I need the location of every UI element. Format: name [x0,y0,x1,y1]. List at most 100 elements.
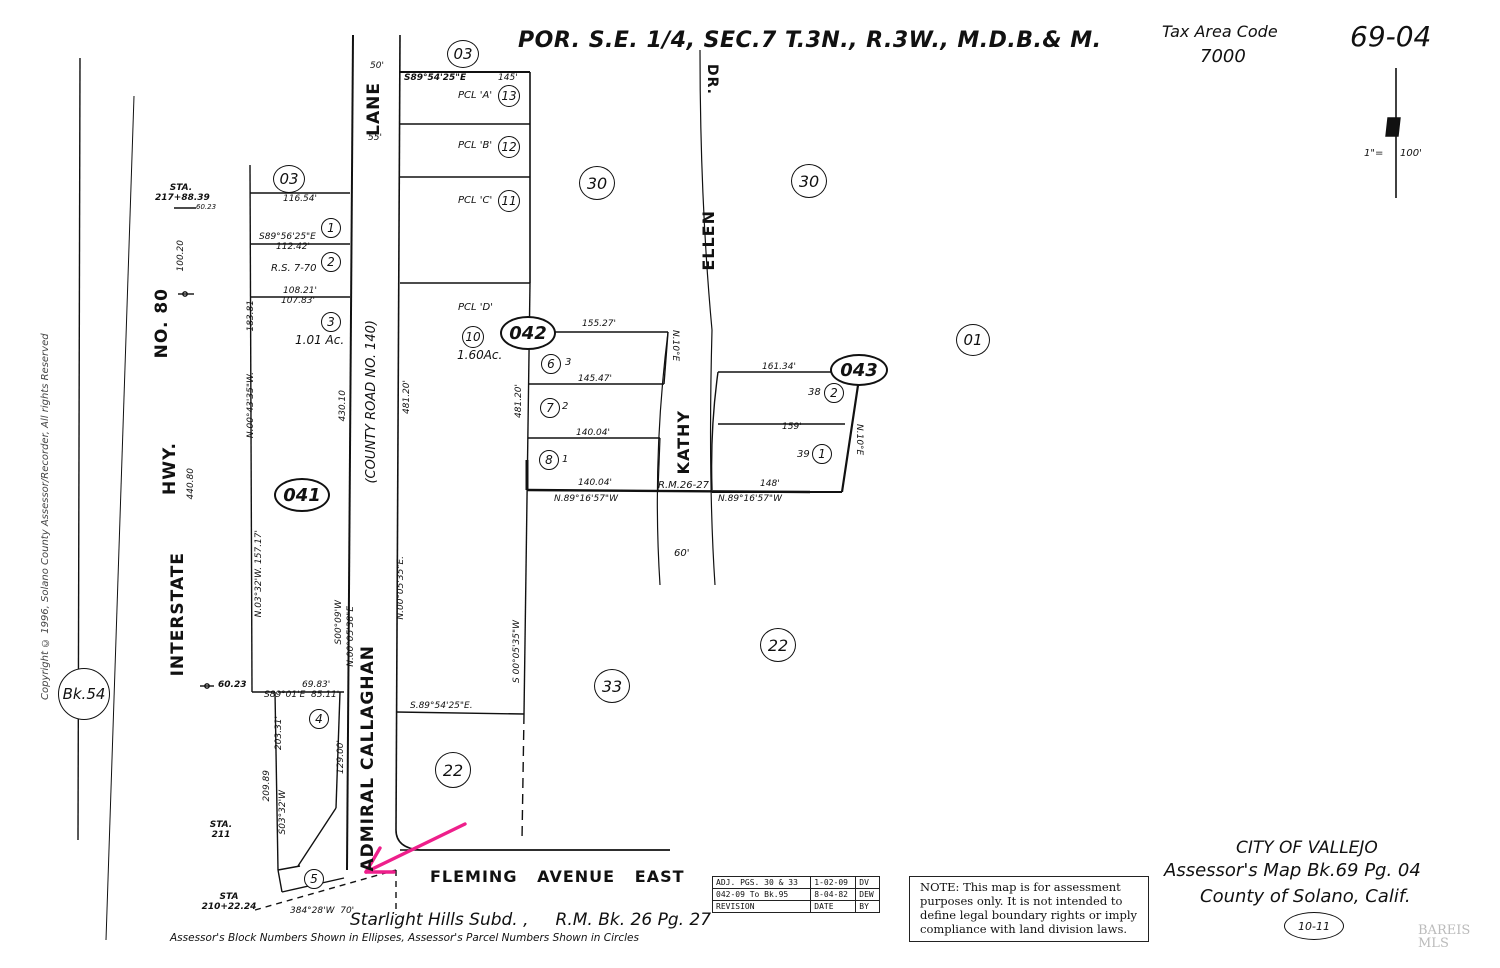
bearing-b3: S89°56'25"E [259,232,316,242]
width-50-north: 50' [370,61,384,71]
parcel-11: 11 [498,190,520,212]
station-3: STA. 211 [209,820,233,840]
no80-label: NO. 80 [152,288,172,359]
acres-parcel-3: 1.01 Ac. [295,333,345,347]
scale-right: 100' [1400,148,1422,159]
bearing-b16: S89°01'E 85.11' [264,690,340,700]
distance-b12: 159' [782,422,802,432]
lane-label: LANE [364,82,384,136]
parcel-13: 13 [498,85,520,107]
parcel-22-south: 22 [435,752,471,788]
lot-38: 38 [808,387,821,398]
lot-2: 2 [562,401,569,412]
distance-v15: 209.89 [262,770,272,802]
distance-b13: 148' [760,479,780,489]
distance-v16: 203.31' [274,716,284,750]
distance-b11: 161.34' [762,362,796,372]
station-1-offset: 60.23 [196,203,217,211]
bearing-v12: S00°09'W [334,600,344,645]
bearing-b9: N.89°16'57"W [554,494,618,504]
copyright-notice: Copyright © 1996, Solano County Assessor… [40,333,51,700]
distance-v14: 129.00' [336,740,346,774]
parcel-7: 7 [540,398,560,418]
revision-1-text: ADJ. PGS. 30 & 33 [711,876,812,889]
distance-b3: 112.42' [276,242,310,252]
map-title: POR. S.E. 1/4, SEC.7 T.3N., R.3W., M.D.B… [518,28,1102,53]
distance-b15: 69.83' [302,680,331,690]
pcl-a-label: PCL 'A' [458,90,493,101]
revision-2-by: DEW [855,888,880,901]
map-caption: Assessor's Block Numbers Shown in Ellips… [170,932,639,944]
parcel-30-west: 30 [579,166,615,200]
bearing-b14: S.89°54'25"E. [410,701,473,711]
rm-label: R.M.26-27 [658,480,709,491]
bearing-v11: N.03°32'W. 157.17' [254,530,264,618]
distance-b7: 140.04' [576,428,610,438]
distance-b8: 140.04' [578,478,612,488]
distance-b4: 108.21' [283,286,317,296]
distance-b2: 116.54' [283,194,317,204]
interstate-label: INTERSTATE [168,552,188,677]
parcel-043-1: 1 [812,444,832,464]
admiral-callaghan-label: ADMIRAL CALLAGHAN [358,645,378,872]
distance-v4: 100.20 [176,240,186,272]
station-offset-6023: 60.23 [218,680,247,690]
bearing-v1: N.00°43'35"W. [246,372,256,439]
lot-39: 39 [797,449,810,460]
county-road-label: (COUNTY ROAD NO. 140) [364,320,379,484]
distance-v3: 440.80 [186,468,196,500]
tax-area-label: Tax Area Code [1162,22,1278,41]
assessment-note: NOTE: This map is for assessment purpose… [909,876,1149,942]
parcel-12: 12 [498,136,520,158]
fleming-avenue-label: FLEMING AVENUE EAST [430,867,685,886]
bearing-v8: S 00°05'35"W [512,620,522,683]
parcel-043-2: 2 [824,383,844,403]
pcl-d-label: PCL 'D' [458,302,493,313]
bearing-v7: N.00°05'35"E. [396,556,406,620]
station-1: STA. 217+88.39 [155,183,210,203]
parcel-30-east: 30 [791,164,827,198]
scale-left: 1"= [1364,148,1384,159]
distance-v2: 183.81 [246,300,256,332]
lot-1: 1 [562,454,569,465]
station-2: STA 210+22.24 [201,892,257,912]
assessor-map-label: Assessor's Map Bk.69 Pg. 04 [1164,860,1421,881]
distance-b5: 155.27' [582,319,616,329]
bearing-b1: S89°54'25"E [404,73,467,83]
kathy-label: KATHY [674,410,693,475]
acres-parcel-10: 1.60Ac. [457,348,503,362]
bearing-b10: N.89°16'57"W [718,494,782,504]
pcl-c-label: PCL 'C' [458,195,493,206]
parcel-3: 3 [321,312,341,332]
distance-v6: 481.20' [402,380,412,414]
bearing-v17: N.10°E [854,424,864,456]
block-041: 041 [274,478,330,512]
parcel-8: 8 [539,450,559,470]
bearing-v19: 384°28'W 70' [290,906,355,916]
map-number: 69-04 [1350,20,1432,53]
lot-3: 3 [565,357,572,368]
revision-1-by: DV [855,876,880,889]
revision-header-date: DATE [810,900,857,913]
revision-2-date: 8-04-82 [810,888,857,901]
distance-b6: 145.47' [578,374,612,384]
tax-area-code: 7000 [1200,46,1246,67]
distance-v10: 481.20' [514,384,524,418]
revision-header-text: REVISION [711,900,812,913]
parcel-6: 6 [541,354,561,374]
width-55-north: 55' [368,133,382,143]
revision-header-by: BY [855,900,880,913]
width-60-kathy: 60' [674,548,690,559]
edition-ellipse: 10-11 [1284,912,1344,940]
parcel-5: 5 [304,869,324,889]
parcel-4: 4 [309,709,329,729]
distance-b1: 145' [498,73,518,83]
pcl-b-label: PCL 'B' [458,140,493,151]
county-label: County of Solano, Calif. [1200,886,1411,907]
subdivision-label: Starlight Hills Subd. , R.M. Bk. 26 Pg. … [350,910,712,930]
rs-label: R.S. 7-70 [271,263,317,274]
bareis-watermark: BAREIS MLS [1418,923,1471,951]
book-54: Bk.54 [58,668,110,720]
